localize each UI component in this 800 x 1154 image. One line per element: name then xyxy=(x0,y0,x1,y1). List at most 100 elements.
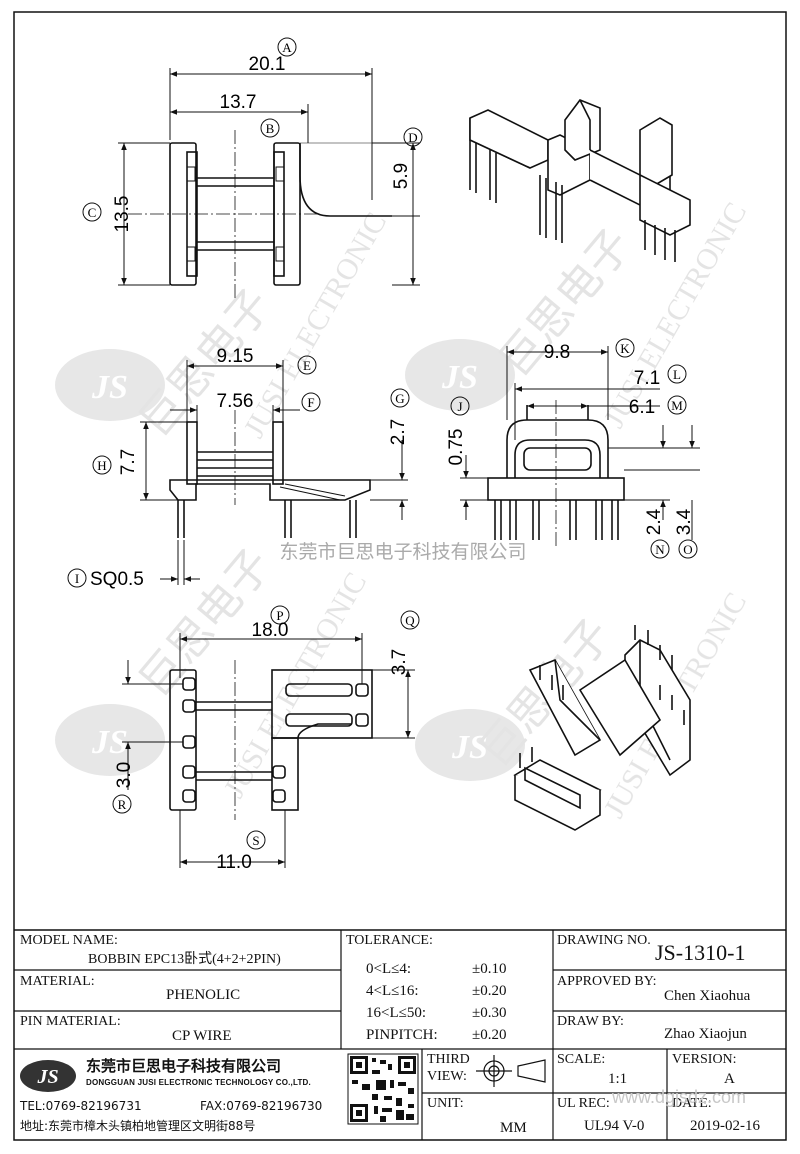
dim-c-label: C xyxy=(88,205,97,220)
tolerance-label: TOLERANCE: xyxy=(346,933,433,948)
title-block-lines xyxy=(14,929,786,1140)
dim-l xyxy=(514,383,660,440)
approved-by-value: Chen Xiaohua xyxy=(664,988,751,1004)
svg-text:JS: JS xyxy=(36,1066,58,1088)
dim-i-label: I xyxy=(75,571,79,586)
dim-j-label: J xyxy=(457,399,462,414)
drawing-no-label: DRAWING NO. xyxy=(557,933,651,948)
ul-rec-value: UL94 V-0 xyxy=(584,1118,645,1134)
company-fax: FAX:0769-82196730 xyxy=(200,1099,323,1113)
approved-by-label: APPROVED BY: xyxy=(557,974,657,989)
unit-label: UNIT: xyxy=(427,1096,464,1111)
dim-g-label: G xyxy=(395,391,404,406)
dim-o-value: 3.4 xyxy=(674,508,695,535)
version-value: A xyxy=(724,1071,735,1087)
model-name-value: BOBBIN EPC13卧式(4+2+2PIN) xyxy=(88,952,281,967)
js-logo-watermark: JS xyxy=(405,339,515,411)
tolerance-value-3: ±0.30 xyxy=(472,1005,507,1021)
dim-r-label: R xyxy=(118,797,127,812)
company-logo: JS xyxy=(20,1060,76,1092)
dim-d-value: 5.9 xyxy=(391,163,412,189)
iso-view-top xyxy=(469,99,691,262)
pin-material-value: CP WIRE xyxy=(172,1028,232,1044)
unit-value: MM xyxy=(500,1120,527,1136)
dim-q xyxy=(372,669,415,739)
third-angle-symbol xyxy=(476,1055,546,1087)
iso-view-bottom xyxy=(513,625,691,831)
dim-r xyxy=(122,660,183,790)
tolerance-range-3: 16<L≤50: xyxy=(366,1005,427,1021)
model-name-label: MODEL NAME: xyxy=(20,933,118,948)
dim-k xyxy=(506,346,609,420)
dim-p-label: P xyxy=(276,608,283,623)
dim-e-value: 9.15 xyxy=(217,346,254,367)
dim-q-value: 3.7 xyxy=(389,649,410,675)
date-label: DATE: xyxy=(672,1096,712,1111)
draw-by-label: DRAW BY: xyxy=(557,1014,624,1029)
company-name-en: DONGGUAN JUSI ELECTRONIC TECHNOLOGY CO.,… xyxy=(86,1078,311,1087)
dim-g xyxy=(370,440,408,520)
js-logo-watermark: JS xyxy=(55,704,165,776)
pin-material-label: PIN MATERIAL: xyxy=(20,1014,121,1029)
bottom-view xyxy=(169,669,373,811)
dim-a-label: A xyxy=(282,40,292,55)
dim-e-label: E xyxy=(303,358,311,373)
dim-m-label: M xyxy=(671,398,683,413)
dim-j-value: 0.75 xyxy=(446,429,467,466)
js-logo-watermark: JS xyxy=(55,349,165,421)
dim-k-value: 9.8 xyxy=(544,342,570,363)
ul-rec-label: UL REC: xyxy=(557,1096,610,1111)
dim-d-label: D xyxy=(408,130,417,145)
top-view-centerlines xyxy=(128,130,320,300)
scale-label: SCALE: xyxy=(557,1052,606,1067)
dim-h-label: H xyxy=(97,458,106,473)
tolerance-range-4: PINPITCH: xyxy=(366,1027,438,1043)
dim-m-value: 6.1 xyxy=(629,397,655,418)
dim-o-label: O xyxy=(683,542,692,557)
dim-f-label: F xyxy=(307,395,314,410)
tolerance-range-2: 4<L≤16: xyxy=(366,983,419,999)
dim-l-label: L xyxy=(673,367,681,382)
dim-i xyxy=(160,540,200,585)
dim-p-value: 18.0 xyxy=(252,620,289,641)
dim-q-label: Q xyxy=(405,613,415,628)
material-label: MATERIAL: xyxy=(20,974,95,989)
dim-i-value: SQ0.5 xyxy=(90,569,144,590)
tolerance-value-1: ±0.10 xyxy=(472,961,507,977)
dim-c-value: 13.5 xyxy=(112,196,133,233)
dim-b-label: B xyxy=(266,121,275,136)
svg-text:JS: JS xyxy=(441,359,478,396)
dim-n-label: N xyxy=(655,542,665,557)
center-watermark: 东莞市巨思电子科技有限公司 xyxy=(279,541,526,563)
drawing-no-value: JS-1310-1 xyxy=(655,940,746,965)
third-view-label-1: THIRD xyxy=(427,1052,470,1067)
qr-code xyxy=(347,1053,419,1125)
svg-text:JS: JS xyxy=(91,369,128,406)
tolerance-value-2: ±0.20 xyxy=(472,983,507,999)
material-value: PHENOLIC xyxy=(166,987,241,1003)
dim-h xyxy=(140,421,187,501)
tolerance-value-4: ±0.20 xyxy=(472,1027,507,1043)
dim-n-o xyxy=(608,425,700,540)
date-value: 2019-02-16 xyxy=(690,1118,760,1134)
dim-f xyxy=(170,405,300,422)
company-tel: TEL:0769-82196731 xyxy=(20,1099,142,1113)
dim-h-value: 7.7 xyxy=(118,449,139,475)
dim-e xyxy=(186,360,284,422)
dim-b xyxy=(170,104,309,143)
dim-b-value: 13.7 xyxy=(220,92,257,113)
website-watermark: www.dgjsdz.com xyxy=(612,1087,747,1107)
dim-r-value: 3.0 xyxy=(114,762,135,788)
dim-n-value: 2.4 xyxy=(644,508,665,535)
dim-d xyxy=(300,142,420,286)
version-label: VERSION: xyxy=(672,1052,737,1067)
dim-a-value: 20.1 xyxy=(249,54,286,75)
svg-text:JS: JS xyxy=(451,729,488,766)
dim-s-value: 11.0 xyxy=(216,852,252,873)
front-view xyxy=(169,421,371,538)
dim-p xyxy=(179,633,363,684)
company-address: 地址:东莞市樟木头镇柏地管理区文明街88号 xyxy=(20,1119,256,1133)
scale-value: 1:1 xyxy=(608,1071,628,1087)
